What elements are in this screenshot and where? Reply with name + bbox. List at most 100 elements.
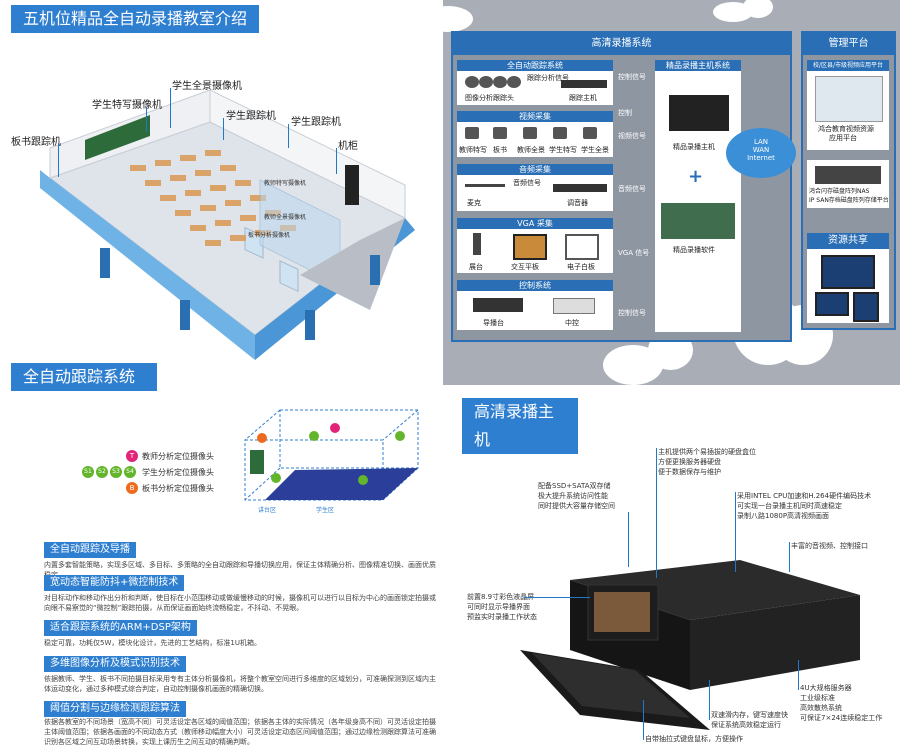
feature-text-2: 对目标动作和移动作出分析和判断，使目标在小范围移动或做缓慢移动的时候，摄像机可以… bbox=[44, 594, 436, 612]
tracking-ctrl-signal: 控制信号 bbox=[618, 73, 646, 81]
callout-chassis: 4U大规格服务器 工业级标准 高效散热系统 可保证7×24连续稳定工作 bbox=[800, 683, 882, 723]
callout-line: 配备SSD+SATA双存储 bbox=[538, 482, 611, 490]
video-item-4: 学生全景 bbox=[581, 146, 609, 154]
tracking-item2: 跟踪主机 bbox=[569, 94, 597, 102]
vga-title: VGA 采集 bbox=[457, 218, 613, 229]
mgmt-caption-2: 应用平台 bbox=[829, 134, 857, 142]
feature-heading-4: 多维图像分析及模式识别技术 bbox=[44, 656, 186, 672]
tracking-item1: 图像分析跟踪头 bbox=[465, 94, 514, 102]
feature-text-4: 依据教师、学生、板书不同拍摄目标采用专有主体分析摄像机，将整个教室空间进行多维度… bbox=[44, 675, 436, 693]
callout-line: 双速滑内存，键写速度快 bbox=[711, 711, 788, 719]
callout-line: 可实现一台录播主机同时高速稳定 bbox=[737, 502, 842, 510]
label-inner-board-analysis: 板书分析摄像机 bbox=[248, 232, 291, 239]
callout-cpu: 采用INTEL CPU加速和H.264硬件编码技术 可实现一台录播主机同时高速稳… bbox=[737, 491, 871, 521]
net-wan: WAN bbox=[752, 146, 770, 154]
leader-line bbox=[146, 107, 147, 132]
host-name: 精品录播主机 bbox=[673, 143, 715, 151]
auto-track-title: 全自动跟踪系统 bbox=[11, 363, 157, 391]
label-student-full: 学生全景摄像机 bbox=[172, 81, 242, 92]
callout-line: 可保证7×24连续稳定工作 bbox=[800, 714, 883, 722]
legend-s1: S1 bbox=[82, 466, 94, 478]
vga-signal: VGA 信号 bbox=[618, 249, 650, 257]
zone-podium: 讲台区 bbox=[258, 507, 277, 514]
callout-line: 丰富的音视频、控制接口 bbox=[791, 542, 868, 550]
tracking-signal: 跟踪分析信号 bbox=[527, 74, 569, 82]
tracking-title: 全自动跟踪系统 bbox=[457, 60, 613, 71]
callout-line: 高效散热系统 bbox=[800, 704, 842, 712]
callout-line: 同时提供大容量存储空间 bbox=[538, 502, 615, 510]
callout-line: 极大提升系统访问性能 bbox=[538, 492, 608, 500]
legend-s2: S2 bbox=[96, 466, 108, 478]
feature-heading-2: 宽动态智能防抖+微控制技术 bbox=[44, 575, 185, 591]
vga-item-2: 电子白板 bbox=[567, 263, 595, 271]
feature-heading-3: 适合跟踪系统的ARM+DSP架构 bbox=[44, 620, 197, 636]
host-software: 精品录播软件 bbox=[673, 246, 715, 254]
audio-title: 音频采集 bbox=[457, 164, 613, 175]
label-board-track: 板书跟踪机 bbox=[11, 137, 61, 148]
label-student-closeup: 学生特写摄像机 bbox=[92, 100, 162, 111]
callout-memory: 双速滑内存，键写速度快 保证系统高效稳定运行 bbox=[711, 710, 788, 730]
callout-line: 采用INTEL CPU加速和H.264硬件编码技术 bbox=[737, 492, 872, 500]
label-student-track-2: 学生跟踪机 bbox=[291, 117, 341, 128]
mgmt-title: 管理平台 bbox=[803, 33, 894, 55]
callout-interfaces: 丰富的音视频、控制接口 bbox=[791, 541, 868, 551]
callout-keyboard: 自带抽拉式键盘鼠标，方便操作 bbox=[645, 734, 743, 744]
host-system-title: 精品录播主机系统 bbox=[655, 60, 741, 71]
classroom-illustration bbox=[40, 89, 415, 360]
legend-student-text: 学生分析定位摄像头 bbox=[142, 468, 214, 477]
audio-mixer: 调音器 bbox=[567, 199, 588, 207]
callout-line: 预监实时录播工作状态 bbox=[467, 613, 537, 621]
hd-system-title: 高清录播系统 bbox=[453, 33, 790, 55]
legend-s3: S3 bbox=[110, 466, 122, 478]
share-title: 资源共享 bbox=[807, 233, 889, 249]
leader-line bbox=[58, 143, 59, 177]
system-diagram: 高清录播系统 全自动跟踪系统 图像分析跟踪头 跟踪分析信号 跟踪主机 控制信号 … bbox=[423, 0, 900, 385]
feature-text-3: 稳定可靠，功耗仅5W，模块化设计，先进的工艺结构，标准1U机箱。 bbox=[44, 639, 261, 647]
tracking-room-diagram bbox=[244, 409, 419, 501]
vga-item-0: 展台 bbox=[469, 263, 483, 271]
ctrl-item-0: 导播台 bbox=[483, 319, 504, 327]
net-lan: LAN bbox=[753, 138, 769, 146]
leader-line bbox=[336, 148, 337, 174]
callout-line: 4U大规格服务器 bbox=[800, 684, 852, 692]
video-item-1: 板书 bbox=[493, 146, 507, 154]
label-inner-teacher-closeup: 教师特写摄像机 bbox=[264, 180, 307, 187]
callout-storage: 配备SSD+SATA双存储 极大提升系统访问性能 同时提供大容量存储空间 bbox=[538, 481, 615, 511]
video-item-2: 教师全景 bbox=[517, 146, 545, 154]
control-label: 控制 bbox=[618, 109, 632, 117]
callout-line: 工业级标准 bbox=[800, 694, 835, 702]
callout-line: 自带抽拉式键盘鼠标，方便操作 bbox=[645, 735, 743, 743]
legend-board-mark: B bbox=[126, 482, 138, 494]
video-title: 视频采集 bbox=[457, 111, 613, 122]
audio-out-signal: 音频信号 bbox=[618, 185, 646, 193]
video-item-3: 学生特写 bbox=[549, 146, 577, 154]
host-title: 高清录播主机 bbox=[462, 398, 578, 454]
callout-line: 保证系统高效稳定运行 bbox=[711, 721, 781, 729]
plus-sign: + bbox=[688, 166, 704, 187]
legend-teacher-mark: T bbox=[126, 450, 138, 462]
ctrl-title: 控制系统 bbox=[457, 280, 613, 291]
label-cabinet: 机柜 bbox=[338, 141, 358, 152]
mgmt-caption-1: 鸿合教育视频资源 bbox=[818, 125, 874, 133]
storage-line-2: IP SAN存档磁盘阵列存储平台 bbox=[809, 197, 889, 204]
legend-board-text: 板书分析定位摄像头 bbox=[142, 484, 214, 493]
zone-student: 学生区 bbox=[316, 507, 335, 514]
feature-heading-1: 全自动跟踪及导播 bbox=[44, 542, 136, 558]
classroom-title: 五机位精品全自动录播教室介绍 bbox=[11, 5, 260, 33]
feature-text-5: 依据各教室的不同场景（宽高不同）可灵活设定各区域的阈值范围；依据各主体的实际情况… bbox=[44, 718, 436, 746]
audio-mic: 麦克 bbox=[467, 199, 481, 207]
net-internet: Internet bbox=[747, 154, 775, 162]
legend-teacher-text: 教师分析定位摄像头 bbox=[142, 452, 214, 461]
callout-line: 录制八路1080P高清视频画面 bbox=[737, 512, 830, 520]
host-machine-image bbox=[520, 560, 860, 730]
ctrl-signal: 控制信号 bbox=[618, 309, 646, 317]
callout-line: 方便更换服务器硬盘 bbox=[658, 458, 721, 466]
legend-s4: S4 bbox=[124, 466, 136, 478]
feature-heading-5: 阈值分割与边缘检测跟踪算法 bbox=[44, 701, 186, 717]
network-cloud bbox=[726, 128, 796, 178]
vga-item-1: 交互平板 bbox=[511, 263, 539, 271]
callout-line: 便于数据保存与维护 bbox=[658, 468, 721, 476]
callout-line: 前置8.9寸彩色液晶屏 bbox=[467, 593, 535, 601]
leader-line bbox=[170, 88, 171, 128]
video-item-0: 教师特写 bbox=[459, 146, 487, 154]
